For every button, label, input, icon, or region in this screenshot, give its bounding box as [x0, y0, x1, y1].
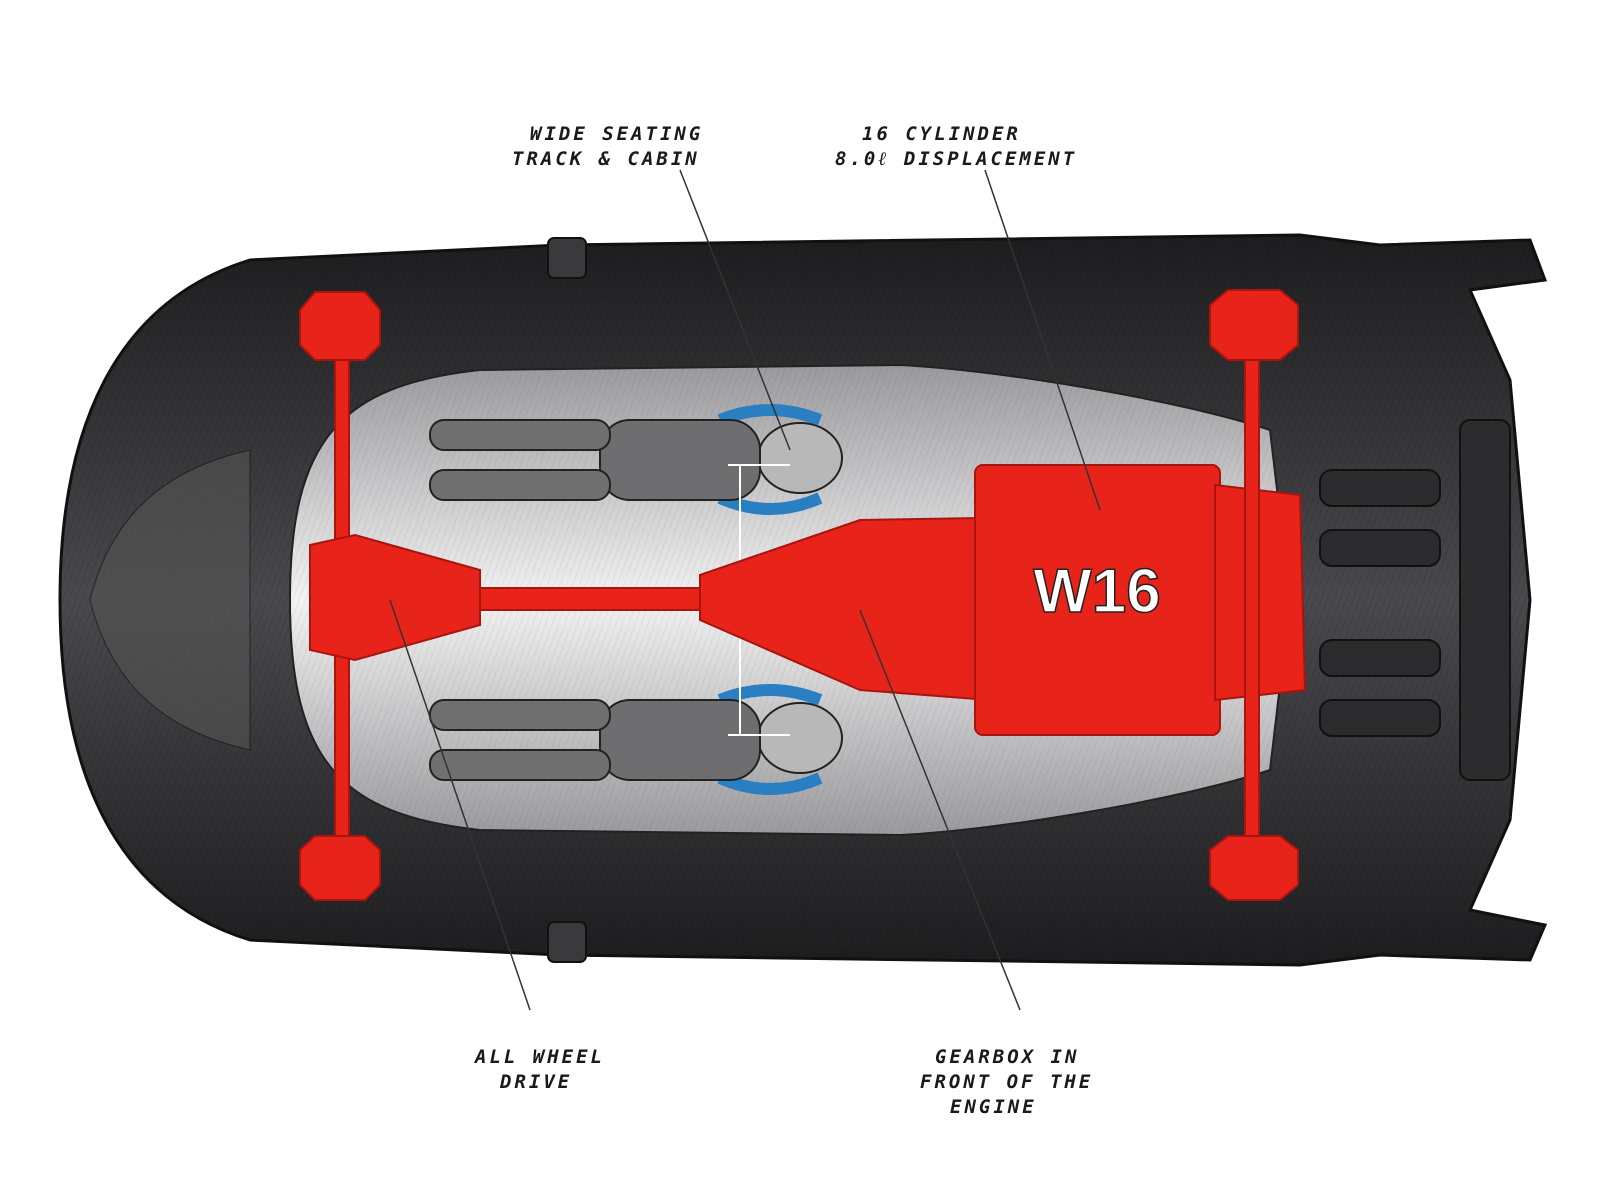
callout-gearbox: GEARBOX IN FRONT OF THE ENGINE [920, 1046, 1108, 1118]
front-wheel-hub-right [299, 835, 381, 901]
driver-harness [717, 404, 823, 426]
occupant-driver [429, 404, 843, 515]
callout-cylinders: 16 CYLINDER 8.0ℓ DISPLACEMENT [835, 123, 1077, 170]
passenger-helmet-icon [757, 702, 843, 774]
drivetrain [299, 289, 1307, 901]
leader-wide-seating [679, 169, 791, 451]
rear-vents [1319, 419, 1511, 781]
nose-detail [89, 449, 251, 751]
artist-signature: FRANK HEYL 2015 [748, 931, 943, 949]
mirror-left [547, 237, 587, 279]
rear-wheel-hub-left [1209, 289, 1299, 361]
passenger-harness [717, 684, 823, 706]
occupant-passenger [429, 684, 843, 795]
rear-wheel-hub-right [1209, 835, 1299, 901]
leader-lines [389, 169, 1101, 1011]
callout-wide-seating: WIDE SEATING TRACK & CABIN [512, 123, 718, 170]
leader-cylinders [984, 169, 1101, 511]
front-differential [309, 533, 481, 662]
callout-awd: ALL WHEEL DRIVE [473, 1046, 619, 1093]
engine-label: W16 [1033, 557, 1160, 626]
rear-axle [1244, 299, 1260, 886]
leader-awd [389, 599, 531, 1011]
driver-helmet-icon [757, 422, 843, 494]
mirror-right [547, 921, 587, 963]
front-wheel-hub-left [299, 291, 381, 361]
leader-gearbox [859, 609, 1021, 1011]
driveshaft [479, 587, 711, 611]
